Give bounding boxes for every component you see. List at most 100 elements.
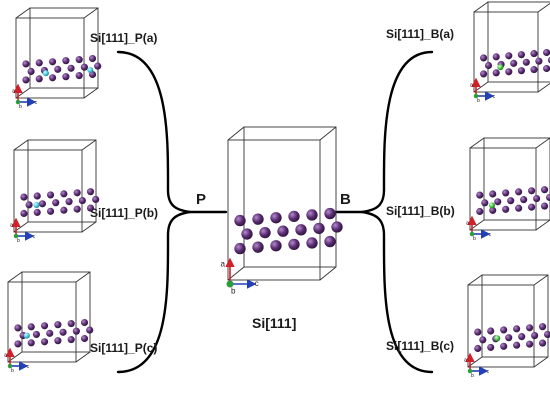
- si-atom: [67, 320, 75, 328]
- axis-triad-icon: abc: [464, 352, 490, 379]
- cell-edge: [83, 87, 99, 99]
- si-atom: [510, 59, 518, 67]
- axis-c-label: c: [35, 100, 38, 106]
- si-atom: [533, 194, 541, 203]
- si-atom: [515, 188, 523, 196]
- si-atom: [20, 193, 28, 201]
- cell-back-face: [27, 139, 97, 223]
- si-atom: [27, 339, 35, 347]
- si-atom: [46, 207, 55, 215]
- si-atom: [313, 222, 325, 235]
- si-atom: [94, 62, 102, 70]
- cell-edge: [467, 274, 483, 286]
- si-atom: [489, 190, 497, 198]
- cell-edge: [13, 139, 29, 151]
- si-atom: [48, 58, 57, 66]
- si-atom: [492, 69, 500, 77]
- axis-b-label: b: [231, 286, 236, 295]
- si-atom: [88, 54, 97, 63]
- si-atom: [80, 318, 89, 327]
- axis-a-label: a: [466, 220, 469, 226]
- si-atom: [80, 63, 88, 71]
- axis-c-label: c: [27, 364, 30, 370]
- cell-front-face: [7, 281, 77, 363]
- cell-back-face: [243, 126, 337, 268]
- axis-triad-icon: abc: [4, 347, 30, 374]
- axis-b: [467, 368, 473, 374]
- axis-triad-icon: abc: [466, 215, 492, 242]
- cell-edge: [75, 351, 91, 363]
- cell-edge: [537, 2, 550, 13]
- si-atom: [505, 68, 513, 76]
- si-atom: [14, 324, 22, 332]
- cell-back-face: [483, 137, 550, 221]
- si-atom: [479, 336, 487, 344]
- axis-triad-icon: abc: [10, 217, 36, 244]
- si-atom: [502, 205, 510, 213]
- si-atom: [72, 327, 80, 335]
- si-atom: [252, 213, 264, 225]
- cell-b-a: abc: [470, 1, 550, 104]
- axis-a-label: a: [12, 88, 15, 94]
- si-atom: [80, 334, 89, 343]
- phosphorus-atom: [23, 332, 30, 339]
- si-atom: [62, 57, 70, 65]
- si-atom: [40, 338, 49, 346]
- si-atom: [306, 237, 318, 249]
- cell-edge: [473, 1, 489, 13]
- si-atom: [540, 202, 549, 210]
- si-atom: [515, 204, 523, 212]
- si-atom: [518, 333, 526, 341]
- si-atom: [494, 198, 502, 206]
- cell-edge: [7, 271, 23, 283]
- si-atom: [484, 61, 493, 70]
- label-p-a: Si[111]_P(a): [90, 31, 157, 45]
- axis-b-label: b: [11, 368, 14, 374]
- cell-p-c: abc: [4, 271, 94, 374]
- cell-edge: [537, 82, 550, 93]
- si-atom: [277, 225, 289, 237]
- si-atom: [40, 322, 49, 330]
- cell-p-a: abc: [12, 7, 102, 110]
- phosphorus-atom: [42, 70, 49, 77]
- cell-front-face: [473, 11, 539, 93]
- si-atom: [14, 340, 22, 348]
- si-atom: [92, 195, 100, 204]
- cell-edge: [535, 137, 550, 149]
- si-atom: [476, 207, 484, 216]
- si-atom: [288, 238, 300, 251]
- si-atom: [513, 325, 521, 333]
- cell-back-face: [481, 274, 549, 358]
- axis-triad-icon: abc: [470, 77, 496, 104]
- si-atom: [38, 200, 46, 208]
- si-atom: [505, 334, 513, 342]
- b-branch-label: B: [340, 191, 351, 208]
- si-atom: [500, 342, 508, 350]
- si-atom: [306, 209, 318, 221]
- boron-atom: [494, 335, 501, 342]
- axis-a-label: a: [464, 357, 467, 363]
- si-atom: [331, 221, 343, 233]
- si-atom: [531, 331, 539, 340]
- si-atom: [25, 201, 33, 209]
- si-atom: [324, 207, 336, 220]
- si-atom: [54, 321, 62, 329]
- cell-front-face: [15, 17, 85, 99]
- si-atom: [474, 328, 482, 336]
- si-atom: [46, 329, 54, 337]
- cell-edge: [533, 274, 549, 286]
- si-atom: [75, 56, 83, 64]
- si-atom: [540, 186, 549, 194]
- si-atom: [295, 224, 307, 236]
- si-atom: [54, 65, 62, 73]
- cell-edge: [533, 356, 549, 368]
- si-atom: [517, 67, 525, 75]
- si-atom: [530, 50, 538, 58]
- si-atom: [33, 192, 41, 200]
- si-atom: [538, 323, 547, 331]
- si-atom: [522, 58, 530, 66]
- si-atom: [67, 336, 75, 344]
- si-atom: [86, 204, 95, 212]
- si-atom: [259, 226, 271, 239]
- si-atom: [544, 330, 550, 339]
